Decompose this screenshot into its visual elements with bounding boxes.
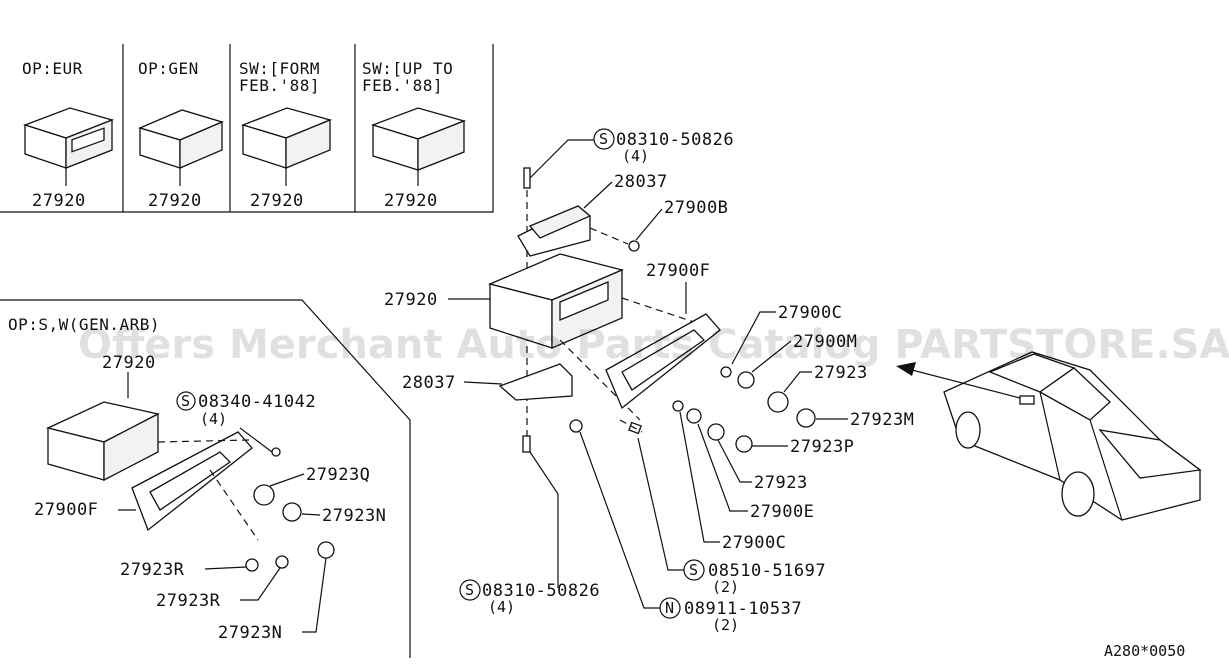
- screw-top-code: 08310-50826: [616, 130, 734, 150]
- knob-27923-lower-label: 27923: [754, 473, 808, 493]
- variant-part-number-4: 27920: [384, 191, 438, 211]
- radio-unit-sw-from: [241, 107, 333, 186]
- screw-bottom-code: 08310-50826: [482, 581, 600, 601]
- nut-n-symbol: N: [665, 599, 674, 617]
- radio-unit-gen: [138, 109, 224, 186]
- nut-qty: (2): [712, 616, 739, 634]
- inset-label-27923n-a: 27923N: [322, 506, 386, 526]
- inset-screw-code: 08340-41042: [198, 392, 316, 412]
- variant-header-sw-upto-1: SW:[UP TO: [362, 59, 453, 78]
- washer-27900c-lower-label: 27900C: [722, 533, 786, 553]
- variant-part-number-2: 27920: [148, 191, 202, 211]
- screw-mid-qty: (2): [712, 578, 739, 596]
- part-27900e-label: 27900E: [750, 502, 814, 522]
- inset-label-27920: 27920: [102, 353, 156, 373]
- screw-mid-s-symbol: S: [689, 561, 698, 579]
- radio-unit-sw-upto: [371, 107, 467, 186]
- bracket-upper-label: 28037: [614, 172, 668, 192]
- inset-screw-qty: (4): [200, 410, 227, 428]
- inset-label-27923q: 27923Q: [306, 465, 370, 485]
- radio-unit-eur: [23, 107, 115, 186]
- screw-mid-code: 08510-51697: [708, 561, 826, 581]
- knob-27923-upper-label: 27923: [814, 363, 868, 383]
- car-illustration: [943, 351, 1202, 521]
- nut-code: 08911-10537: [684, 599, 802, 619]
- variant-header-sw-from-2: FEB.'88]: [239, 76, 320, 95]
- inset-gen-arb: OP:S,W(GEN.ARB) 27920 S 08340-41042 (4) …: [0, 299, 411, 658]
- screw-bottom-qty: (4): [488, 598, 515, 616]
- variant-header-eur: OP:EUR: [22, 59, 83, 78]
- inset-label-27923n-b: 27923N: [218, 623, 282, 643]
- washer-27900c-upper-label: 27900C: [778, 303, 842, 323]
- bracket-lower-label: 28037: [402, 373, 456, 393]
- variant-part-number-1: 27920: [32, 191, 86, 211]
- main-assembly: S 08310-50826 (4) 28037 27900B 27920 279…: [384, 128, 914, 634]
- inset-header: OP:S,W(GEN.ARB): [8, 315, 160, 334]
- knob-27923m-label: 27923M: [850, 410, 914, 430]
- inset-label-27900f: 27900F: [34, 500, 98, 520]
- watermark: Offers Merchant Auto Parts Catalog PARTS…: [78, 322, 1229, 368]
- variants-table: OP:EUR OP:GEN SW:[FORM FEB.'88] SW:[UP T…: [0, 44, 494, 213]
- diagram-code: A280*0050: [1104, 642, 1185, 660]
- screw-top-qty: (4): [622, 147, 649, 165]
- inset-label-27923r-b: 27923R: [156, 591, 221, 611]
- variant-header-sw-upto-2: FEB.'88]: [362, 76, 443, 95]
- inset-label-27923r-a: 27923R: [120, 560, 185, 580]
- nut-27900m-label: 27900M: [793, 332, 857, 352]
- bezel-main-label: 27900F: [646, 261, 710, 281]
- variant-header-gen: OP:GEN: [138, 59, 199, 78]
- knob-27923p-label: 27923P: [790, 437, 854, 457]
- inset-s-symbol: S: [181, 392, 190, 410]
- variant-part-number-3: 27920: [250, 191, 304, 211]
- variant-header-sw-from-1: SW:[FORM: [239, 59, 320, 78]
- location-arrow: [896, 362, 1021, 399]
- radio-main-label: 27920: [384, 290, 438, 310]
- screw-top-s-symbol: S: [599, 130, 608, 148]
- screw-27900b-label: 27900B: [664, 198, 728, 218]
- screw-bottom-s-symbol: S: [465, 581, 474, 599]
